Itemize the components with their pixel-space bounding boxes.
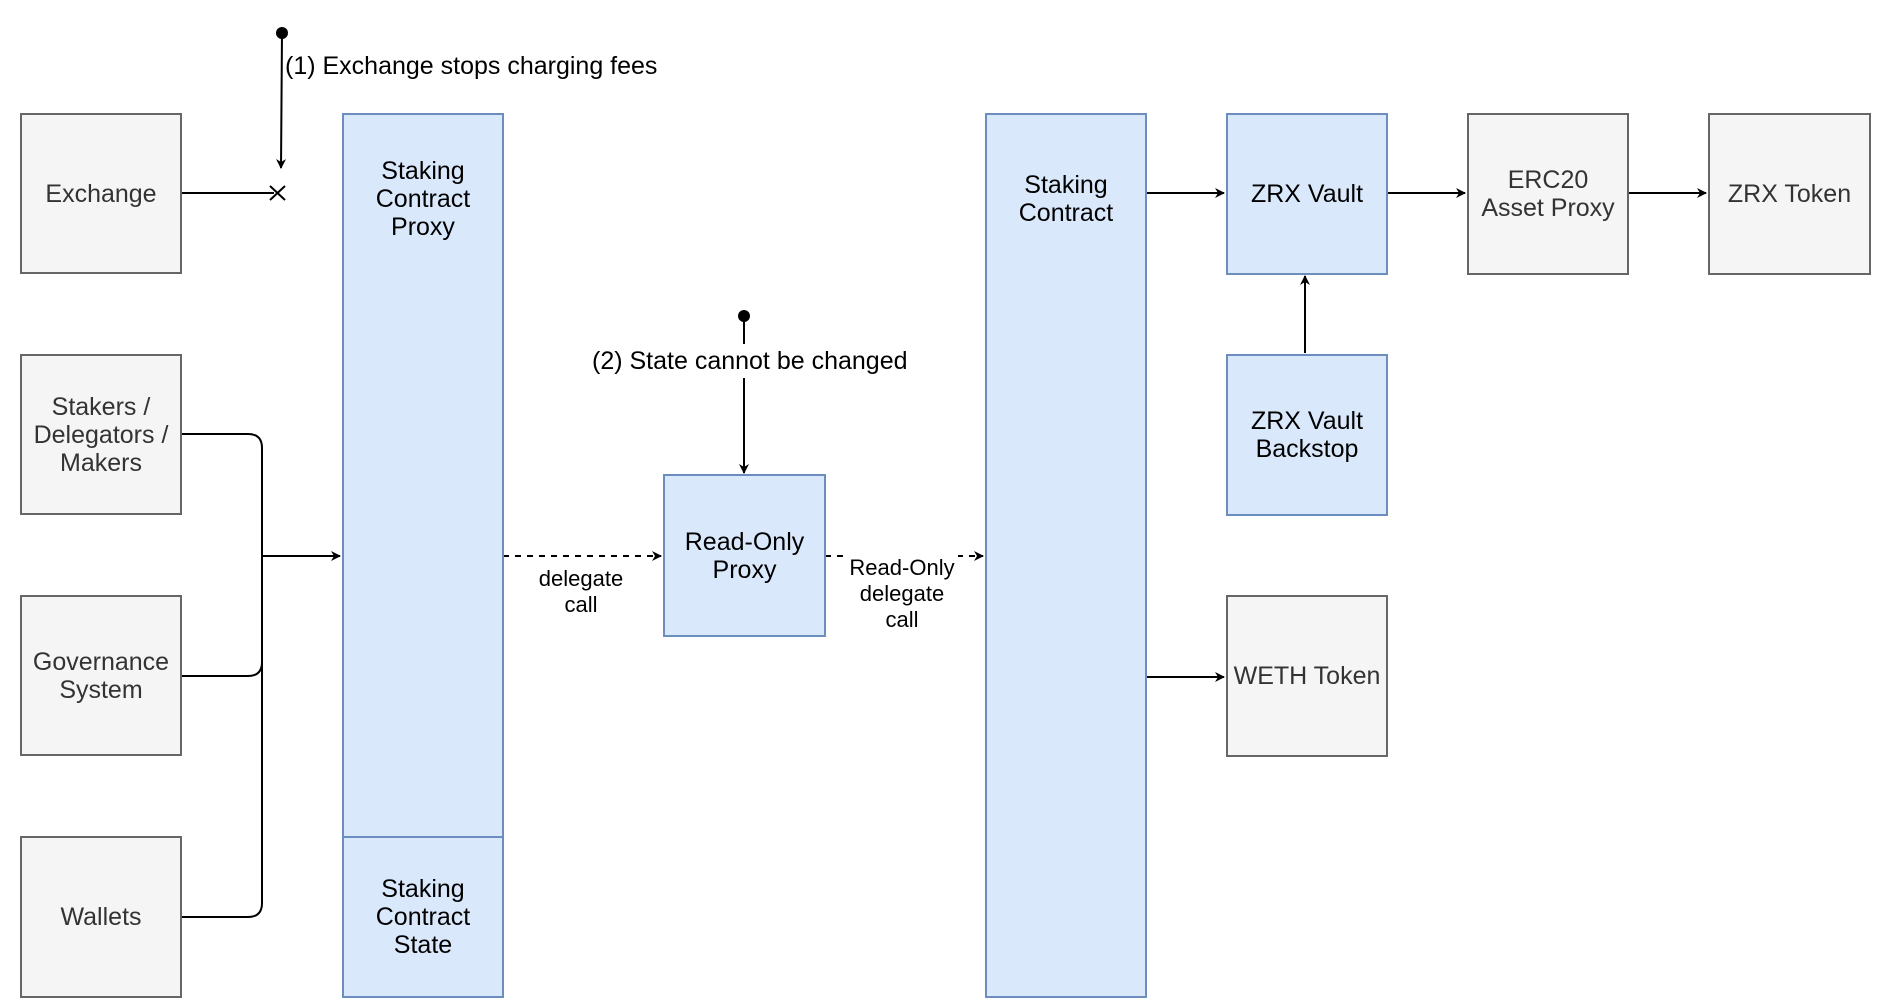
staking-contract-proxy-node: Staking Contract Proxy — [342, 113, 504, 838]
annotation-1-pointer — [276, 32, 287, 169]
exchange-label: Exchange — [45, 179, 157, 208]
erc20-asset-proxy-label: ERC20 Asset Proxy — [1481, 166, 1615, 222]
read-only-delegate-call-label: Read-Only delegate call — [846, 555, 958, 633]
blocked-x-icon — [269, 185, 286, 201]
staking-contract-node: Staking Contract — [985, 113, 1147, 998]
annotation-state-unchanged: (2) State cannot be changed — [592, 347, 908, 375]
edge-stakers-proxy — [181, 433, 263, 556]
staking-contract-proxy-label: Staking Contract Proxy — [375, 157, 471, 241]
read-only-proxy-node: Read-Only Proxy — [663, 474, 826, 637]
read-only-proxy-label: Read-Only Proxy — [684, 527, 805, 584]
zrx-vault-label: ZRX Vault — [1250, 180, 1364, 208]
zrx-vault-backstop-label: ZRX Vault Backstop — [1250, 407, 1364, 463]
edge-wallets-proxy — [181, 556, 263, 918]
stakers-label: Stakers / Delegators / Makers — [33, 392, 169, 477]
wallets-node: Wallets — [20, 836, 182, 998]
stakers-node: Stakers / Delegators / Makers — [20, 354, 182, 515]
annotation-exchange-stops: (1) Exchange stops charging fees — [285, 52, 658, 80]
governance-node: Governance System — [20, 595, 182, 756]
staking-contract-label: Staking Contract — [1018, 171, 1114, 227]
weth-token-label: WETH Token — [1233, 662, 1381, 690]
governance-label: Governance System — [32, 647, 170, 704]
zrx-vault-backstop-node: ZRX Vault Backstop — [1226, 354, 1388, 516]
wallets-label: Wallets — [60, 903, 142, 931]
exchange-node: Exchange — [20, 113, 182, 274]
staking-contract-state-label: Staking Contract State — [375, 875, 471, 959]
weth-token-node: WETH Token — [1226, 595, 1388, 757]
delegate-call-label: delegate call — [530, 566, 632, 618]
erc20-asset-proxy-node: ERC20 Asset Proxy — [1467, 113, 1629, 275]
zrx-token-node: ZRX Token — [1708, 113, 1871, 275]
zrx-token-label: ZRX Token — [1727, 180, 1852, 208]
zrx-vault-node: ZRX Vault — [1226, 113, 1388, 275]
edge-governance-proxy — [181, 556, 263, 677]
staking-contract-state-node: Staking Contract State — [342, 836, 504, 998]
